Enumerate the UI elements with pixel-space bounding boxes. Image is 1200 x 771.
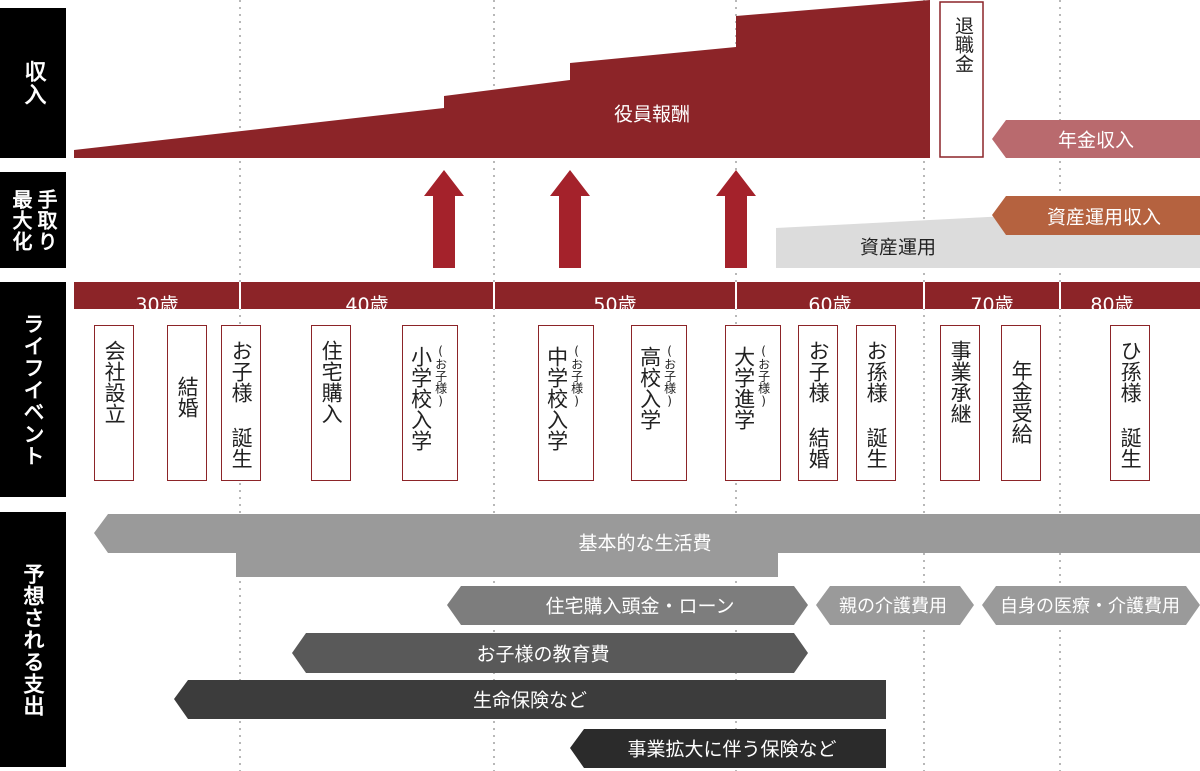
event-pension-receipt: 年金受給 xyxy=(1001,325,1041,481)
event-university-entry: 大学進学 (お子様) xyxy=(725,325,781,481)
event-child-birth: お子様 誕生 xyxy=(221,325,261,481)
event-label: 大学進学 xyxy=(731,346,756,430)
event-label: お子様 結婚 xyxy=(806,340,831,469)
asset-income-band xyxy=(992,196,1200,235)
event-sub-label: (お子様) xyxy=(756,344,771,408)
event-label: 住宅購入 xyxy=(319,340,344,424)
age-label-30: 30歳 xyxy=(135,294,179,316)
housing-label: 住宅購入頭金・ローン xyxy=(545,595,735,618)
sidebar-maximize-label-1: 手取り xyxy=(34,188,58,252)
own-medical-band xyxy=(982,586,1200,625)
sidebar-expenses-label: 予想される支出 xyxy=(21,562,46,717)
asset-income-label: 資産運用収入 xyxy=(1046,206,1162,229)
age-label-50: 50歳 xyxy=(593,294,637,316)
parents-care-band xyxy=(816,586,974,625)
asset-management-label: 資産運用 xyxy=(859,236,937,259)
event-great-grandchild-birth: ひ孫様 誕生 xyxy=(1110,325,1150,481)
age-bar xyxy=(74,282,1200,309)
life-insurance-band xyxy=(174,680,886,719)
age-label-70: 70歳 xyxy=(970,294,1014,316)
event-company-founding: 会社設立 xyxy=(94,325,134,481)
event-label: ひ孫様 誕生 xyxy=(1118,340,1143,469)
event-label: 事業承継 xyxy=(948,340,973,424)
event-label: 中学校入学 xyxy=(544,346,569,451)
event-business-succession: 事業承継 xyxy=(940,325,980,481)
sidebar-life-events: ライフイベント xyxy=(0,282,66,497)
retirement-label: 退職金 xyxy=(952,16,974,73)
sidebar-life-events-label: ライフイベント xyxy=(21,312,46,467)
event-sub-label: (お子様) xyxy=(433,344,448,408)
up-arrow-2 xyxy=(550,170,590,268)
event-grandchild-birth: お孫様 誕生 xyxy=(856,325,896,481)
sidebar-income: 収入 xyxy=(0,8,66,158)
event-label: 高校入学 xyxy=(637,346,662,430)
sidebar-expenses: 予想される支出 xyxy=(0,512,66,767)
life-insurance-label: 生命保険など xyxy=(472,689,588,712)
parents-care-label: 親の介護費用 xyxy=(839,596,947,617)
business-insurance-label: 事業拡大に伴う保険など xyxy=(627,738,837,761)
event-marriage: 結婚 xyxy=(167,325,207,481)
up-arrow-3 xyxy=(716,170,756,268)
event-sub-label: (お子様) xyxy=(569,344,584,408)
age-label-80: 80歳 xyxy=(1090,294,1134,316)
basic-living-band xyxy=(94,514,1200,577)
event-sub-label: (お子様) xyxy=(662,344,677,408)
own-medical-label: 自身の医療・介護費用 xyxy=(1000,596,1180,617)
event-label: 小学校入学 xyxy=(408,346,433,451)
age-label-60: 60歳 xyxy=(808,294,852,316)
age-label-40: 40歳 xyxy=(345,294,389,316)
event-label: お子様 誕生 xyxy=(229,340,254,469)
pension-label: 年金収入 xyxy=(1057,129,1135,152)
sidebar-maximize-label-2: 最大化 xyxy=(9,188,33,252)
event-home-purchase: 住宅購入 xyxy=(311,325,351,481)
education-label: お子様の教育費 xyxy=(476,643,610,666)
housing-band xyxy=(447,586,808,625)
sidebar-income-label: 収入 xyxy=(20,60,46,106)
retirement-box xyxy=(939,1,984,158)
executive-pay-label: 役員報酬 xyxy=(613,103,691,126)
event-label: お孫様 誕生 xyxy=(864,340,889,469)
event-junior-high-entry: 中学校入学 (お子様) xyxy=(538,325,594,481)
education-band xyxy=(292,633,808,673)
sidebar-maximize: 手取り 最大化 xyxy=(0,172,66,268)
executive-pay-area xyxy=(74,0,930,158)
event-label: 年金受給 xyxy=(1009,360,1034,444)
event-label: 結婚 xyxy=(175,376,200,418)
event-child-marriage: お子様 結婚 xyxy=(798,325,838,481)
business-insurance-band xyxy=(570,729,886,768)
event-high-school-entry: 高校入学 (お子様) xyxy=(631,325,687,481)
event-label: 会社設立 xyxy=(102,340,127,424)
up-arrow-1 xyxy=(424,170,464,268)
event-elementary-entry: 小学校入学 (お子様) xyxy=(402,325,458,481)
pension-band xyxy=(992,120,1200,158)
basic-living-label: 基本的な生活費 xyxy=(578,532,712,555)
